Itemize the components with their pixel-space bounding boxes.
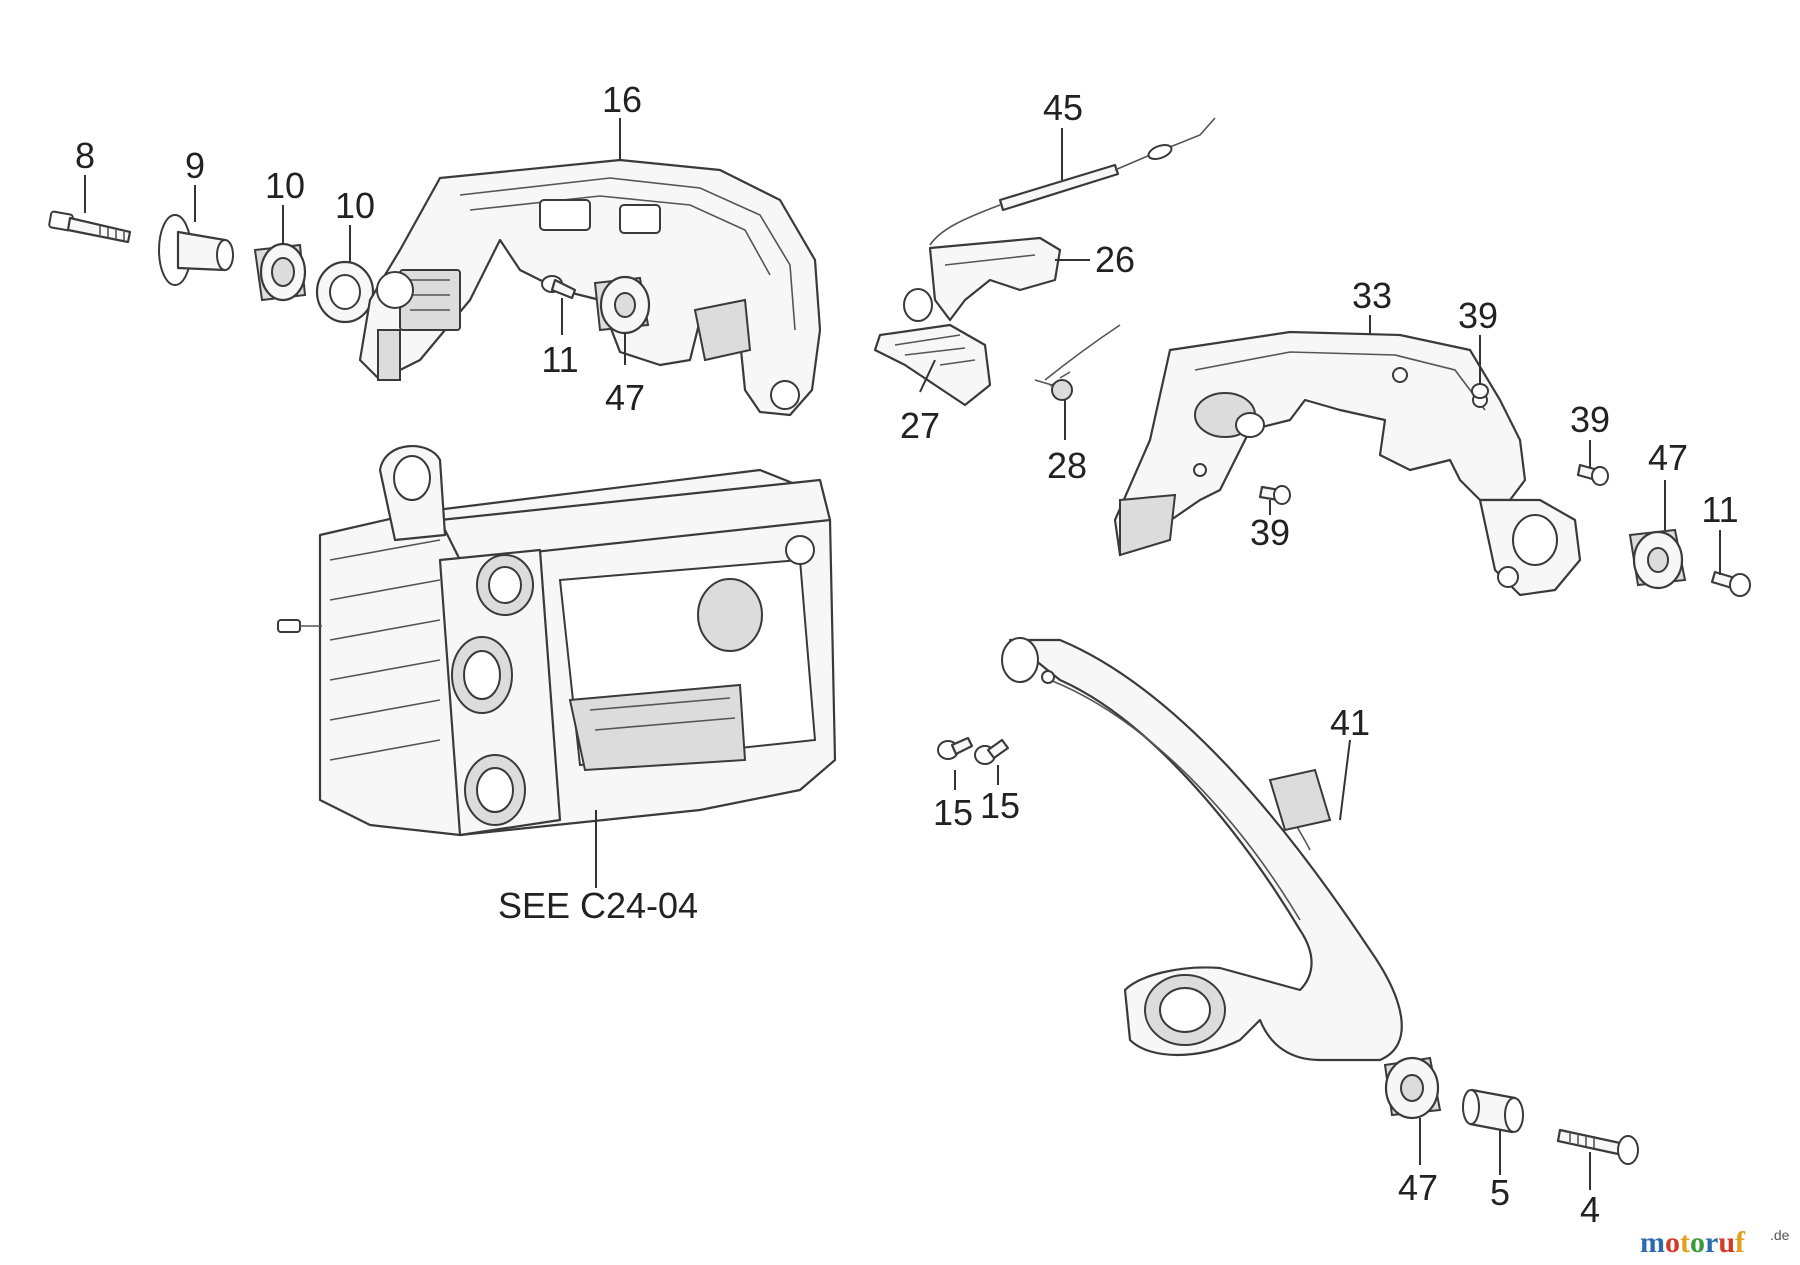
- part-label-39-right: 39: [1570, 399, 1610, 440]
- part-label-26: 26: [1095, 239, 1135, 280]
- part-8-bolt: [48, 210, 132, 244]
- watermark-logo: motoruf .de: [1640, 1226, 1790, 1259]
- part-41-front-handle: [1001, 637, 1403, 1062]
- part-number-labels: 8 9 10 10 16 11 47 45 26 27 28 33 39 39 …: [75, 79, 1739, 1230]
- part-16-rear-handle: [358, 158, 822, 417]
- part-15-screw-b: [974, 738, 1010, 765]
- part-9-sleeve: [158, 214, 234, 286]
- part-45-throttle-cable: [929, 117, 1216, 246]
- watermark-suffix: .de: [1770, 1227, 1790, 1243]
- part-label-11-left: 11: [541, 339, 578, 380]
- leader-lines: [84, 118, 1721, 1190]
- crankcase-housing: [277, 445, 837, 837]
- part-label-15-b: 15: [980, 785, 1020, 826]
- part-label-15-a: 15: [933, 792, 973, 833]
- part-4-bolt: [1556, 1128, 1639, 1165]
- part-label-27: 27: [900, 405, 940, 446]
- part-47-buffer-top: [593, 275, 651, 335]
- part-label-39-lower: 39: [1250, 512, 1290, 553]
- watermark-text: motoruf: [1640, 1226, 1746, 1259]
- part-39-screw-lower: [1258, 485, 1291, 505]
- part-10-ring: [315, 260, 375, 324]
- part-39-screw-top: [1471, 383, 1489, 399]
- part-47-buffer-bottom: [1383, 1056, 1442, 1120]
- part-11-screw-left: [541, 275, 577, 300]
- part-label-39-top: 39: [1458, 295, 1498, 336]
- part-label-9: 9: [185, 145, 205, 186]
- part-47-buffer-right: [1628, 528, 1687, 590]
- part-label-47-bottom: 47: [1398, 1167, 1438, 1208]
- part-5-sleeve: [1462, 1088, 1524, 1134]
- part-label-10-buffer: 10: [265, 165, 305, 206]
- part-label-28: 28: [1047, 445, 1087, 486]
- part-label-16: 16: [602, 79, 642, 120]
- part-39-screw-right: [1576, 463, 1609, 486]
- part-label-4: 4: [1580, 1189, 1600, 1230]
- part-11-screw-right: [1710, 570, 1751, 597]
- part-26-throttle-trigger: [928, 236, 1062, 322]
- part-15-screw-a: [937, 736, 974, 760]
- part-label-47-right: 47: [1648, 437, 1688, 478]
- part-label-8: 8: [75, 135, 95, 176]
- see-reference-label: SEE C24-04: [498, 885, 698, 926]
- part-label-41: 41: [1330, 702, 1370, 743]
- part-28-spring: [1034, 324, 1121, 401]
- part-10-buffer: [253, 242, 307, 302]
- part-label-47-top: 47: [605, 377, 645, 418]
- part-label-5: 5: [1490, 1172, 1510, 1213]
- part-33-handle-bracket: [1113, 330, 1582, 597]
- part-label-11-right: 11: [1701, 489, 1738, 530]
- part-label-45: 45: [1043, 87, 1083, 128]
- part-label-33: 33: [1352, 275, 1392, 316]
- part-label-10-ring: 10: [335, 185, 375, 226]
- part-27-trigger-lockout: [873, 288, 992, 407]
